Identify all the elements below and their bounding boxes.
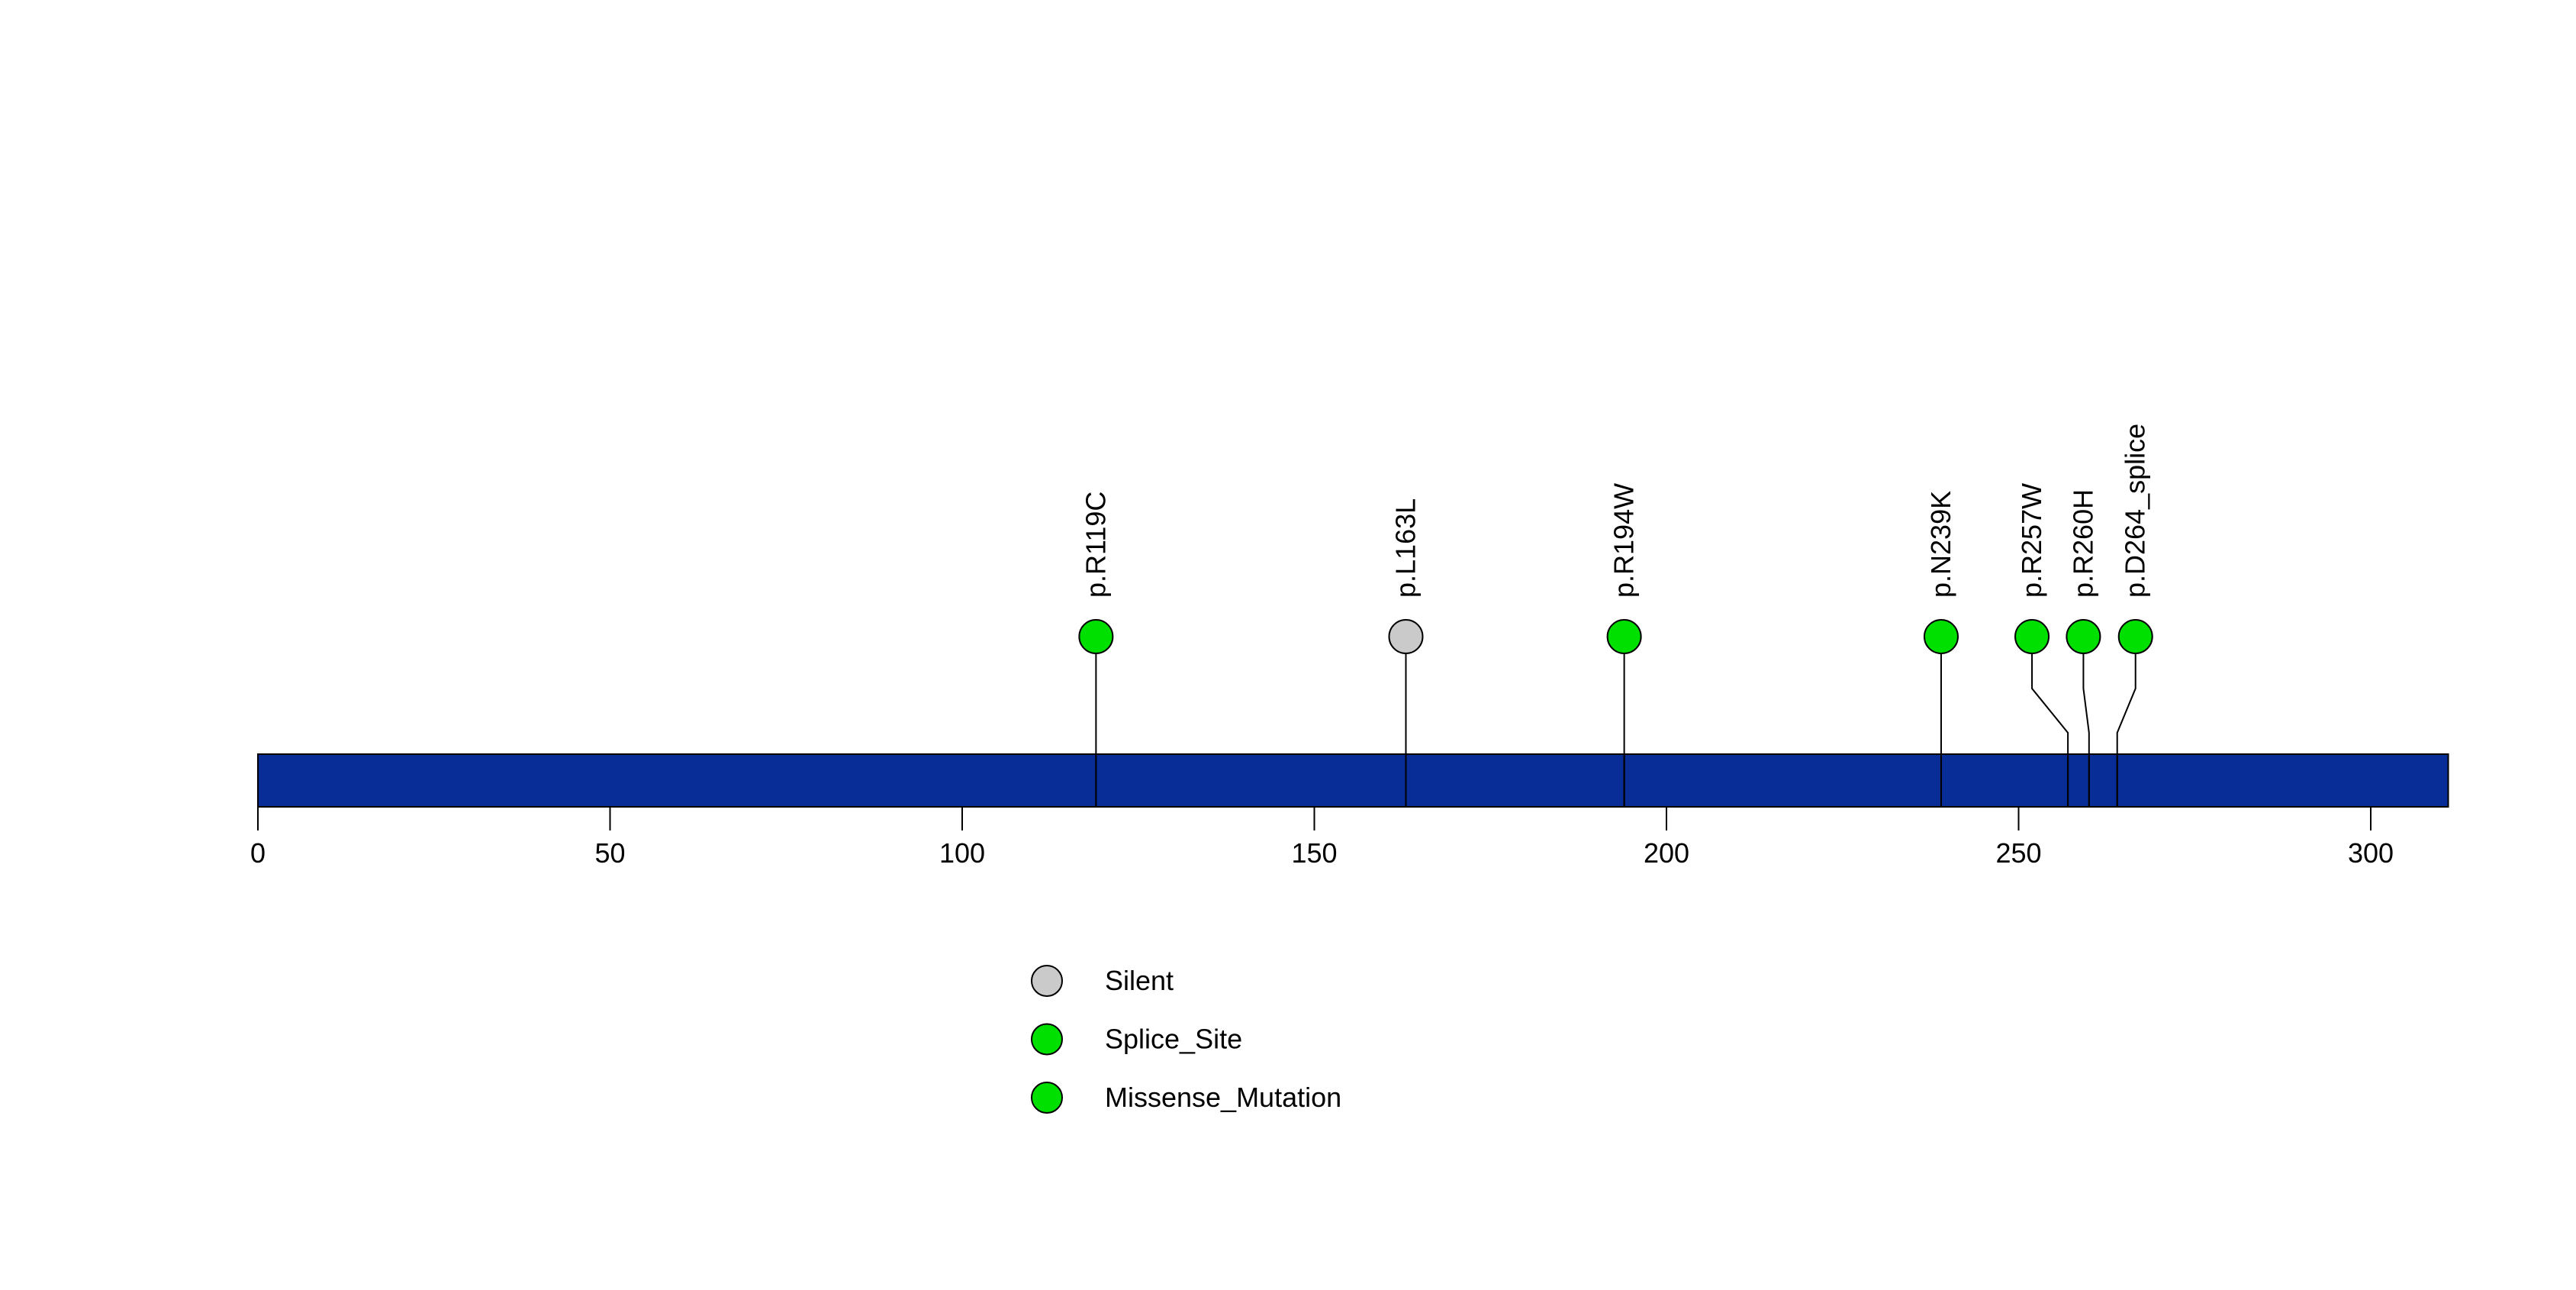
- mutation-label: p.L163L: [1389, 498, 1421, 598]
- axis-group: 0 50 100 150 200 250 300: [250, 807, 2394, 869]
- mutation-circle: [1078, 619, 1114, 654]
- mutation-label: p.R257W: [2016, 483, 2047, 598]
- mutation-label: p.D264_splice: [2120, 424, 2151, 598]
- mutation-circle: [2014, 619, 2050, 654]
- mutation-label: p.R119C: [1080, 492, 1111, 598]
- mutation-stem: [2031, 653, 2069, 807]
- protein-bar-group: [257, 753, 2449, 808]
- mutation-circle: [1606, 619, 1642, 654]
- mutation-label: p.N239K: [1925, 491, 1956, 598]
- axis-tick-label: 300: [2348, 837, 2394, 869]
- axis-tick-label: 0: [250, 837, 266, 869]
- mutation-stems-overlay-group: [1095, 653, 2136, 807]
- legend-swatch: [1031, 1082, 1063, 1114]
- legend-label: Splice_Site: [1105, 1024, 1242, 1055]
- axis-tick-label: 200: [1644, 837, 1689, 869]
- mutation-circle: [1923, 619, 1959, 654]
- mutation-circle: [1388, 619, 1424, 654]
- axis-tick-label: 250: [1995, 837, 2041, 869]
- axis-tick-label: 100: [939, 837, 985, 869]
- mutation-circle: [2117, 619, 2153, 654]
- protein-bar: [257, 753, 2449, 808]
- legend-swatch: [1031, 965, 1063, 997]
- mutation-stem: [2116, 653, 2136, 807]
- mutation-labels-group: p.R119C p.L163L p.R194W p.N239K p.R257W p.R26…: [1080, 424, 2150, 598]
- mutation-label: p.R194W: [1608, 483, 1640, 598]
- axis-tick-label: 50: [594, 837, 625, 869]
- legend-label: Missense_Mutation: [1105, 1082, 1341, 1113]
- legend-swatch: [1031, 1023, 1063, 1056]
- mutation-stem: [2082, 653, 2090, 807]
- axis-tick-label: 150: [1291, 837, 1337, 869]
- legend-label: Silent: [1105, 965, 1174, 996]
- mutation-label: p.R260H: [2067, 489, 2098, 598]
- mutation-circles-group: [1078, 619, 2153, 654]
- mutation-circle: [2066, 619, 2101, 654]
